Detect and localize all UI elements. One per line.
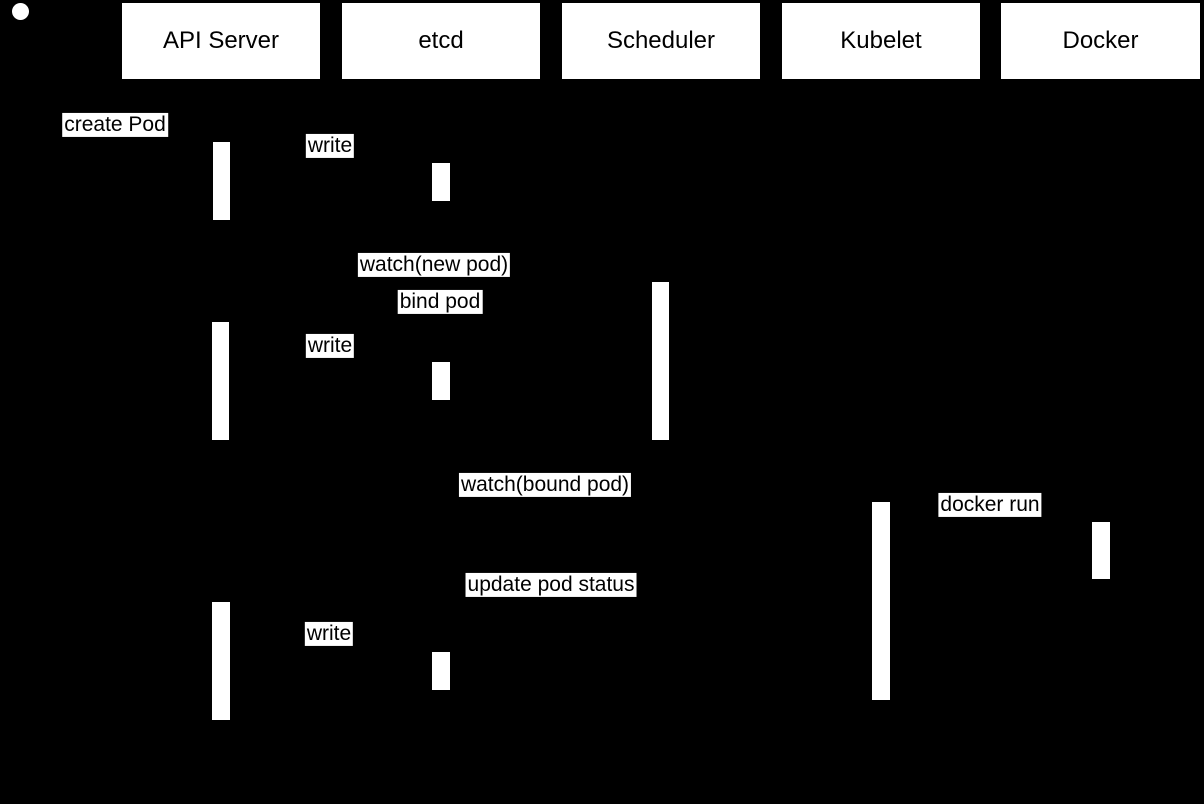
message-label-watch-new-pod: watch(new pod): [357, 252, 511, 278]
activation-bar-api-server-1: [213, 142, 230, 220]
activation-bar-kubelet-1: [872, 502, 890, 700]
participant-box-api-server: API Server: [122, 3, 320, 79]
participant-box-docker: Docker: [1001, 3, 1200, 79]
participant-label-docker: Docker: [1062, 27, 1139, 54]
message-label-bind-pod: bind pod: [397, 289, 483, 315]
activation-bar-etcd-1: [432, 163, 450, 201]
message-label-write-1: write: [305, 133, 355, 159]
activation-bar-etcd-2: [432, 362, 450, 400]
participant-label-etcd: etcd: [418, 27, 464, 54]
message-label-update-pod-status: update pod status: [465, 572, 637, 598]
participant-label-kubelet: Kubelet: [840, 27, 922, 54]
participant-box-scheduler: Scheduler: [562, 3, 760, 79]
participant-label-scheduler: Scheduler: [606, 27, 716, 54]
message-label-create-pod: create Pod: [62, 112, 168, 138]
activation-bar-docker-1: [1092, 522, 1110, 579]
participant-label-api-server: API Server: [162, 27, 280, 54]
message-label-docker-run: docker run: [938, 492, 1042, 518]
activation-bar-etcd-3: [432, 652, 450, 690]
participant-box-kubelet: Kubelet: [782, 3, 980, 79]
start-circle: [12, 3, 29, 20]
participant-box-etcd: etcd: [342, 3, 540, 79]
activation-bar-scheduler-1: [652, 282, 669, 440]
activation-bar-api-server-2: [212, 322, 229, 440]
message-label-write-3: write: [304, 621, 354, 647]
activation-bar-api-server-3: [212, 602, 230, 720]
message-label-write-2: write: [305, 333, 355, 359]
message-label-watch-bound-pod: watch(bound pod): [458, 472, 632, 498]
